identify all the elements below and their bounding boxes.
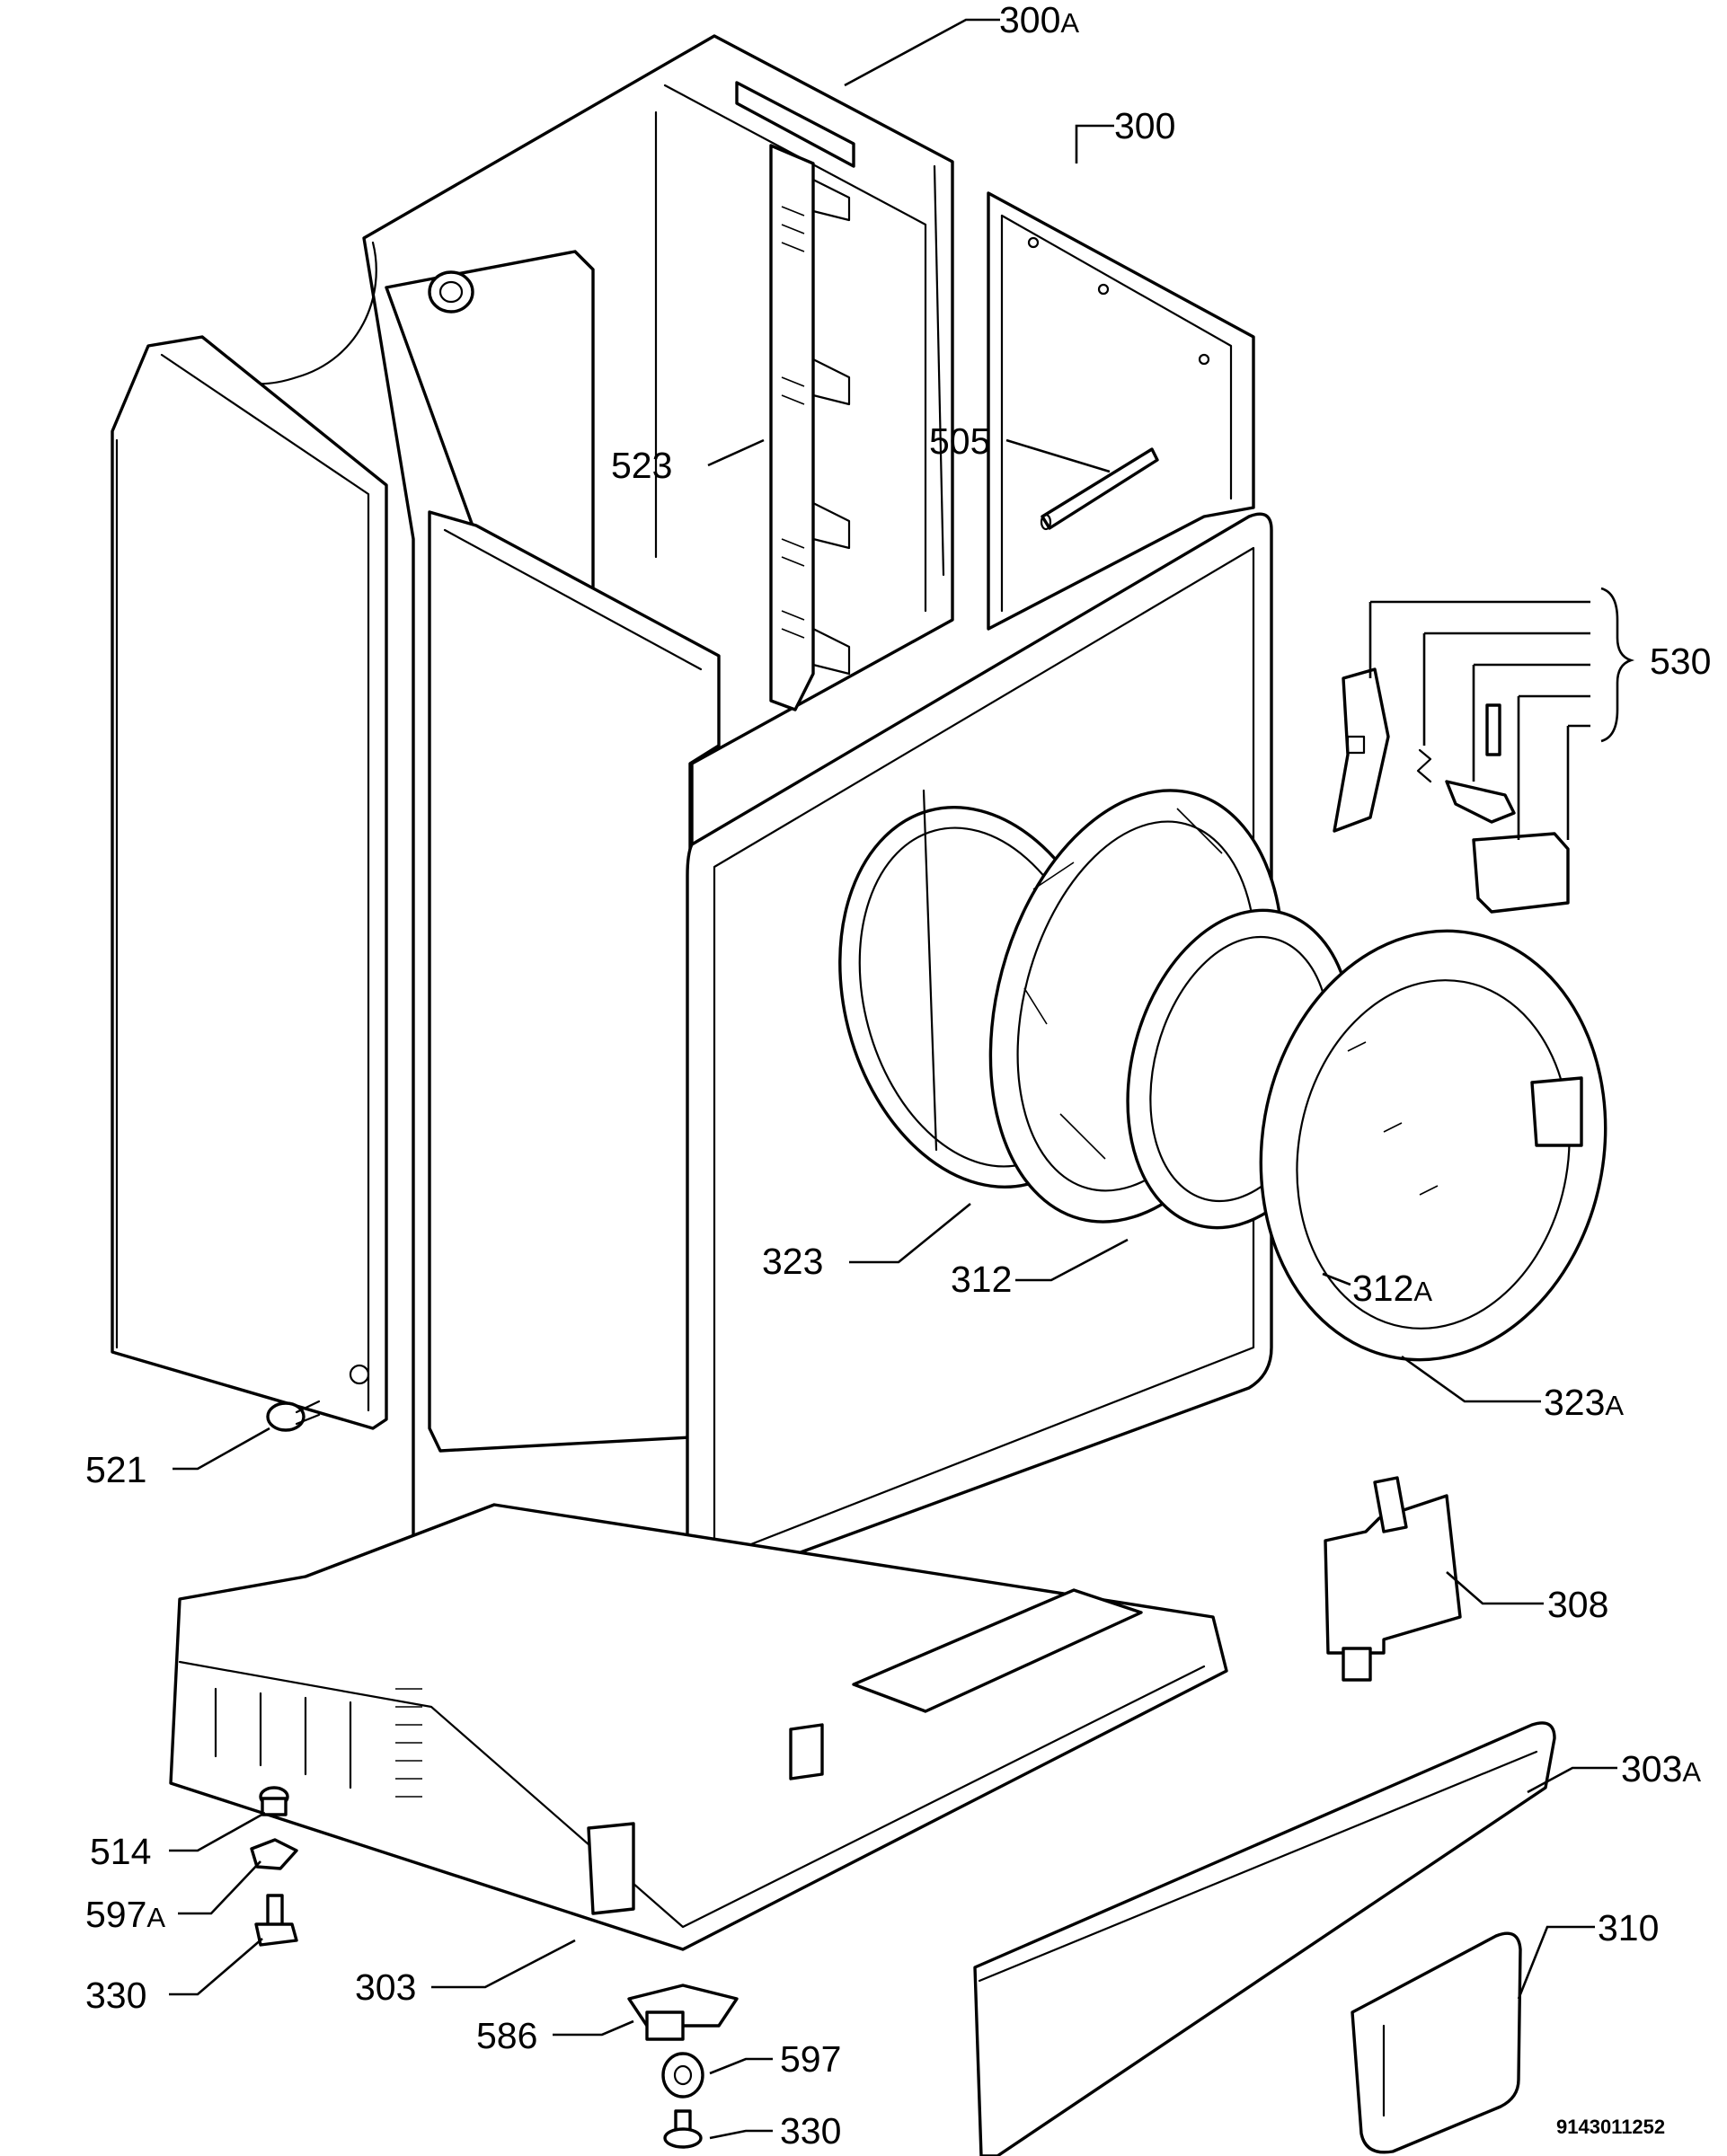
callout-597a: 597A bbox=[85, 1894, 165, 1935]
callout-300: 300 bbox=[1114, 105, 1175, 146]
rod-part bbox=[1040, 447, 1159, 531]
leader-lines bbox=[169, 18, 1635, 2140]
callout-312: 312 bbox=[951, 1259, 1012, 1300]
callout-323a: 323A bbox=[1544, 1382, 1624, 1423]
document-number: 9143011252 bbox=[1556, 2116, 1665, 2138]
nut-597a-part bbox=[250, 1838, 298, 1870]
foot-586-part bbox=[627, 1984, 739, 2041]
screw-330-left-part bbox=[254, 1894, 298, 1947]
side-panel-left-part bbox=[111, 335, 388, 1430]
callout-521: 521 bbox=[85, 1449, 146, 1490]
door-hinge-part bbox=[1324, 1476, 1462, 1682]
control-panel-strip-part bbox=[973, 1721, 1556, 2156]
callout-308: 308 bbox=[1547, 1584, 1608, 1625]
fastener-514-part bbox=[259, 1786, 289, 1816]
base-frame-part bbox=[169, 1503, 1228, 1951]
callout-303: 303 bbox=[355, 1966, 416, 2008]
door-ring-part bbox=[1259, 929, 1607, 1362]
callout-330-left: 330 bbox=[85, 1975, 146, 2016]
callout-505: 505 bbox=[929, 420, 990, 462]
screw-330-right-part bbox=[663, 2109, 703, 2149]
callout-303a: 303A bbox=[1621, 1748, 1701, 1789]
side-panel-inner-part bbox=[428, 510, 721, 1453]
screw-521-part bbox=[266, 1400, 321, 1432]
callout-323: 323 bbox=[762, 1241, 823, 1282]
callout-530: 530 bbox=[1650, 641, 1711, 682]
callout-312a: 312A bbox=[1352, 1268, 1432, 1309]
callout-300a: 300A bbox=[999, 0, 1079, 40]
nut-597-part bbox=[661, 2052, 704, 2099]
rear-bracket-strip-part bbox=[769, 144, 851, 711]
callout-310: 310 bbox=[1598, 1907, 1659, 1948]
callout-523: 523 bbox=[611, 445, 672, 486]
callout-330-right: 330 bbox=[780, 2110, 841, 2152]
filter-flap-part bbox=[1351, 1931, 1522, 2154]
callout-586: 586 bbox=[476, 2015, 537, 2056]
callout-labels: 300A 300 523 505 530 323 312 312A 323A 5… bbox=[85, 0, 1711, 2152]
hinge-parts-530 bbox=[1333, 667, 1570, 914]
callout-514: 514 bbox=[90, 1831, 151, 1872]
callout-597: 597 bbox=[780, 2038, 841, 2080]
